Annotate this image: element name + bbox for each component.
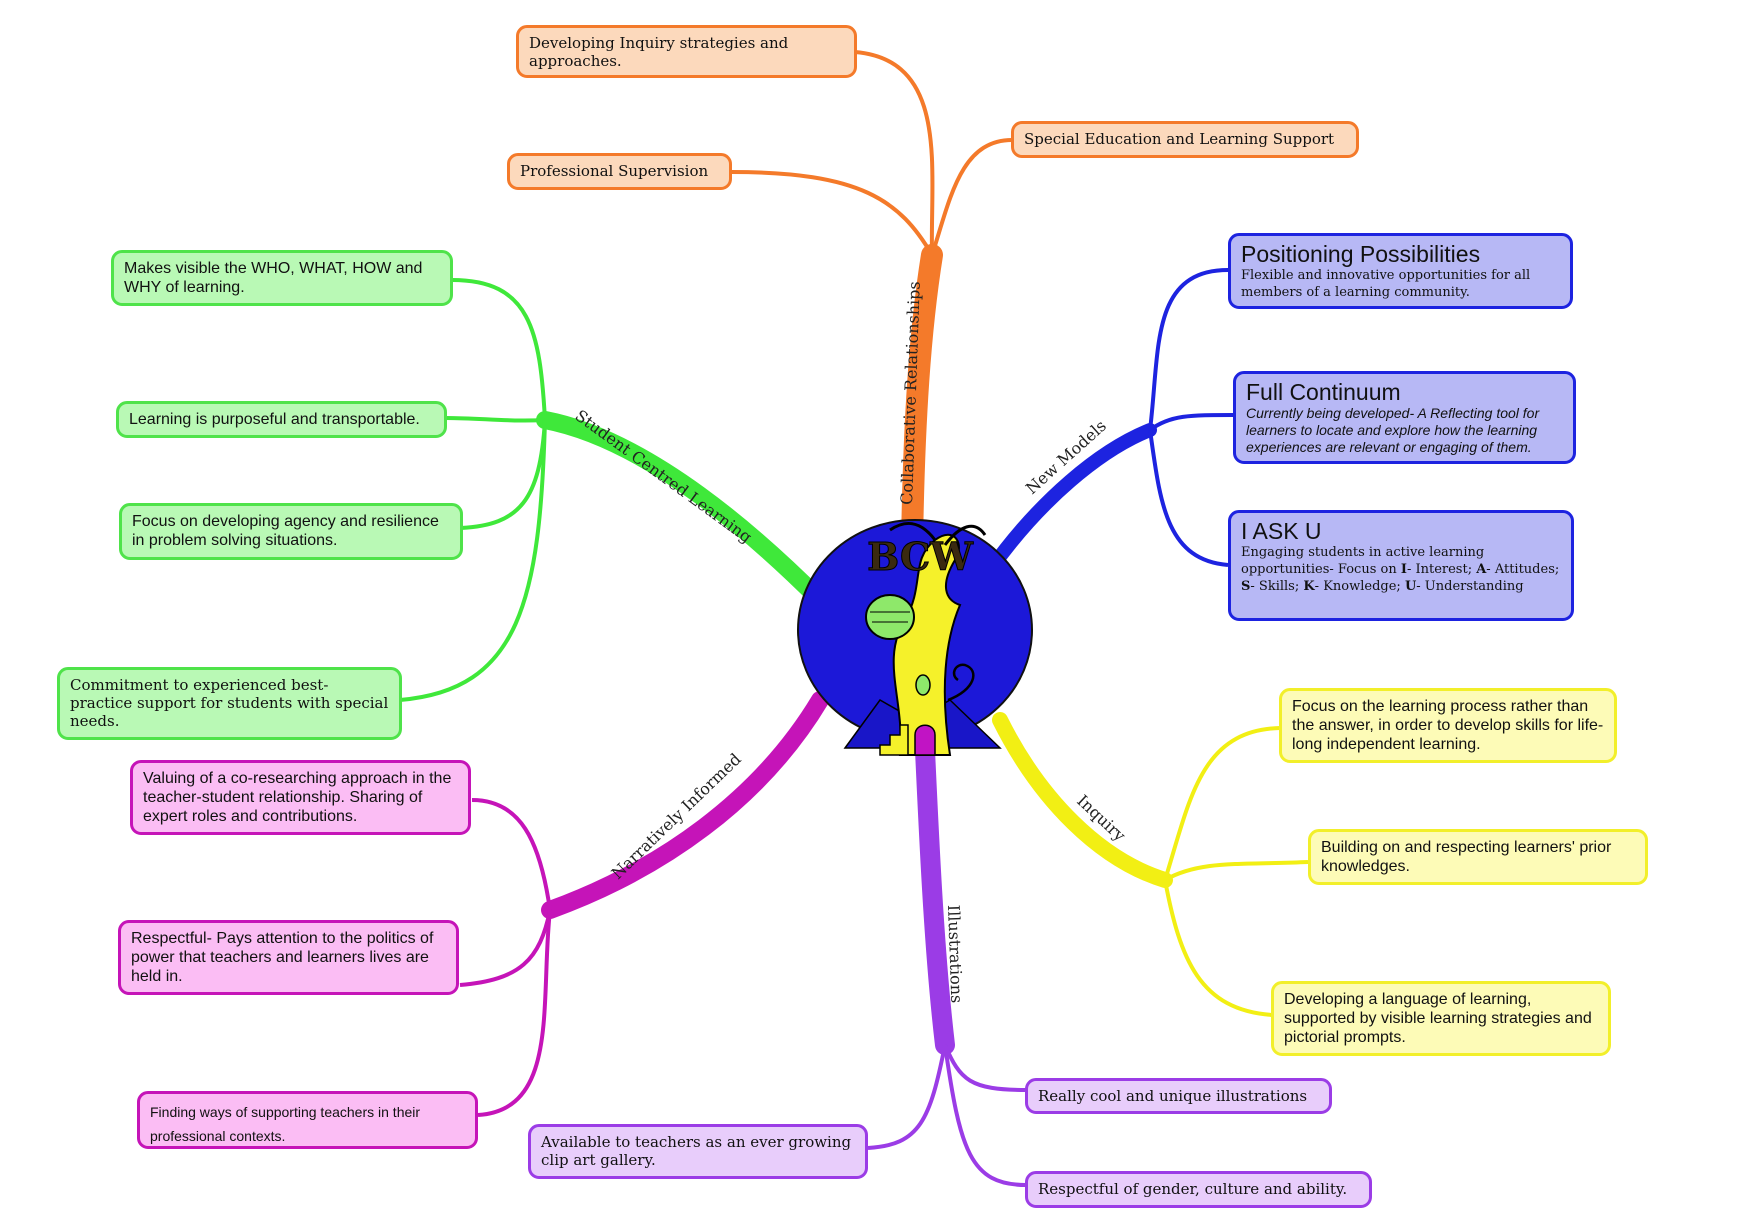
inquiry-branch-lines [992, 712, 1309, 1017]
illustrations-node-respectful-text: Respectful of gender, culture and abilit… [1038, 1180, 1348, 1198]
illustrations-branch-lines [867, 740, 1027, 1187]
student-node-commitment-text: Commitment to experienced best-practice … [70, 676, 389, 730]
logo-text: BCW [867, 534, 974, 579]
new-models-node-positioning-desc: Flexible and innovative opportunities fo… [1241, 268, 1531, 300]
narratively-node-supporting-teachers[interactable]: Finding ways of supporting teachers in t… [137, 1091, 478, 1149]
illustrations-branch-label: Illustrations [944, 904, 966, 1003]
door-icon [914, 724, 936, 756]
student-node-makes-visible-text: Makes visible the WHO, WHAT, HOW and WHY… [124, 260, 423, 296]
new-models-node-iasku[interactable]: I ASK U Engaging students in active lear… [1228, 510, 1574, 621]
student-centred-branch-label: Student Centred Learning [572, 406, 756, 547]
student-node-commitment[interactable]: Commitment to experienced best-practice … [57, 667, 402, 740]
new-models-node-positioning-title: Positioning Possibilities [1241, 241, 1481, 267]
illustrations-node-clip-art[interactable]: Available to teachers as an ever growing… [528, 1124, 868, 1179]
student-centred-branch-lines [399, 278, 829, 702]
student-node-makes-visible[interactable]: Makes visible the WHO, WHAT, HOW and WHY… [111, 250, 453, 306]
new-models-node-continuum-desc: Currently being developed- A Reflecting … [1246, 405, 1540, 455]
inquiry-node-prior-knowledges-text: Building on and respecting learners' pri… [1321, 839, 1612, 875]
student-node-agency[interactable]: Focus on developing agency and resilienc… [119, 503, 463, 560]
inquiry-node-prior-knowledges[interactable]: Building on and respecting learners' pri… [1308, 829, 1648, 885]
inquiry-node-language[interactable]: Developing a language of learning, suppo… [1271, 981, 1611, 1056]
narratively-node-co-researching[interactable]: Valuing of a co-researching approach in … [130, 760, 471, 835]
collab-node-professional-supervision[interactable]: Professional Supervision [507, 153, 732, 190]
narratively-branch-lines [459, 691, 829, 1117]
collab-node-inquiry-strategies-text: Developing Inquiry strategies and approa… [529, 34, 789, 70]
new-models-node-continuum[interactable]: Full Continuum Currently being developed… [1233, 371, 1576, 464]
illustrations-node-cool-unique[interactable]: Really cool and unique illustrations [1025, 1078, 1332, 1114]
narratively-node-co-researching-text: Valuing of a co-researching approach in … [143, 770, 452, 825]
narratively-node-respectful-text: Respectful- Pays attention to the politi… [131, 930, 434, 985]
new-models-branch-lines [983, 268, 1234, 577]
new-models-node-positioning[interactable]: Positioning Possibilities Flexible and i… [1228, 233, 1573, 309]
green-pod-icon [865, 594, 915, 640]
student-node-purposeful[interactable]: Learning is purposeful and transportable… [116, 401, 447, 438]
narratively-node-respectful[interactable]: Respectful- Pays attention to the politi… [118, 920, 459, 995]
student-node-agency-text: Focus on developing agency and resilienc… [132, 513, 439, 549]
inquiry-node-language-text: Developing a language of learning, suppo… [1284, 991, 1592, 1046]
student-node-purposeful-text: Learning is purposeful and transportable… [129, 411, 420, 428]
collaborative-branch-lines [731, 50, 1013, 556]
inquiry-node-learning-process-text: Focus on the learning process rather tha… [1292, 698, 1604, 753]
new-models-node-continuum-title: Full Continuum [1246, 379, 1401, 405]
new-models-node-iasku-desc: Engaging students in active learning opp… [1241, 545, 1560, 594]
collab-node-special-education-text: Special Education and Learning Support [1024, 130, 1335, 148]
collab-node-professional-supervision-text: Professional Supervision [520, 162, 709, 180]
illustrations-node-cool-unique-text: Really cool and unique illustrations [1038, 1087, 1308, 1105]
collab-node-inquiry-strategies[interactable]: Developing Inquiry strategies and approa… [516, 25, 857, 78]
center-logo: BCW [797, 519, 1033, 756]
narratively-node-supporting-teachers-text: Finding ways of supporting teachers in t… [150, 1104, 421, 1144]
new-models-node-iasku-title: I ASK U [1241, 518, 1322, 544]
inquiry-node-learning-process[interactable]: Focus on the learning process rather tha… [1279, 688, 1617, 763]
collab-node-special-education[interactable]: Special Education and Learning Support [1011, 121, 1359, 158]
illustrations-node-clip-art-text: Available to teachers as an ever growing… [541, 1133, 852, 1169]
leaf-window-icon [915, 674, 931, 696]
illustrations-node-respectful[interactable]: Respectful of gender, culture and abilit… [1025, 1171, 1372, 1208]
